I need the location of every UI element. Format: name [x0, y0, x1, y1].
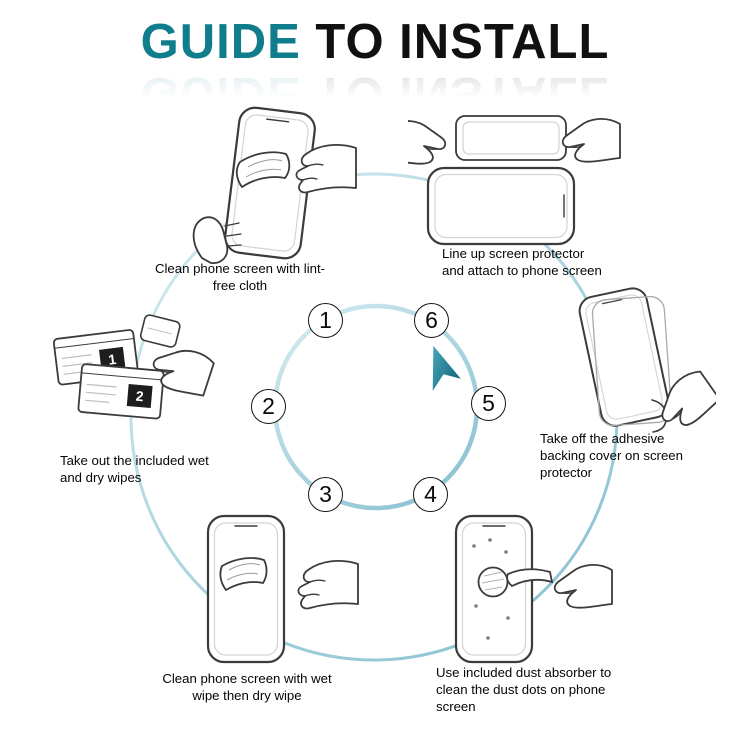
dust-absorber-sticker: [477, 566, 509, 598]
cloth-folds: [245, 159, 283, 178]
left-hand: [387, 120, 447, 165]
illustration-step-3: [176, 510, 361, 675]
step-number-1: 1: [308, 303, 343, 338]
step-caption-1: Clean phone screen with lint-free cloth: [154, 261, 326, 294]
step-caption-6: Line up screen protector and attach to p…: [442, 246, 602, 279]
sticker-texture: [481, 571, 505, 591]
illustration-step-6: [387, 102, 623, 257]
step-caption-5: Take off the adhesive backing cover on s…: [540, 431, 683, 481]
step-caption-2: Take out the included wet and dry wipes: [60, 453, 209, 486]
phone-outline: [206, 514, 286, 664]
wipes-pack2-label: 2: [135, 388, 144, 405]
phone-outline: [575, 284, 673, 430]
pulled-wipe: [139, 314, 181, 348]
step-caption-4: Use included dust absorber to clean the …: [436, 665, 612, 715]
protector-inner-edge: [462, 121, 560, 155]
wipes-pack-2: 2: [77, 363, 165, 420]
illustration-step-4: [430, 510, 615, 675]
wiping-hand: [297, 559, 359, 610]
step-caption-3: Clean phone screen with wet wipe then dr…: [162, 671, 332, 704]
pressing-hand: [553, 564, 613, 609]
holding-fingers: [224, 222, 242, 247]
illustration-step-1: [168, 104, 358, 271]
phone-outline: [426, 166, 576, 246]
wipes-pack1-label: 1: [107, 351, 117, 368]
screen-protector: [455, 115, 567, 161]
step-number-3: 3: [308, 477, 343, 512]
wipe-folds: [226, 563, 261, 581]
title-rest: TO INSTALL: [300, 15, 610, 69]
title-accent: GUIDE: [140, 15, 301, 69]
step-number-4: 4: [413, 477, 448, 512]
step-number-2: 2: [251, 389, 286, 424]
illustration-step-5: [536, 284, 723, 439]
step-number-5: 5: [471, 386, 506, 421]
inner-ring: [272, 303, 480, 511]
adhesive-backing-film: [591, 295, 672, 427]
dust-dots: [472, 538, 510, 640]
right-hand: [561, 118, 621, 163]
step-number-6: 6: [414, 303, 449, 338]
cloth-illustration: [235, 151, 291, 189]
holding-hand: [192, 216, 229, 264]
illustration-step-2: 1 2: [48, 300, 223, 455]
index-finger: [506, 568, 554, 588]
title-text: GUIDE TO INSTALL: [0, 18, 750, 67]
page-title: GUIDE TO INSTALL GUIDE TO INSTALL: [0, 18, 750, 122]
cursor-arrow-icon: [432, 345, 461, 391]
